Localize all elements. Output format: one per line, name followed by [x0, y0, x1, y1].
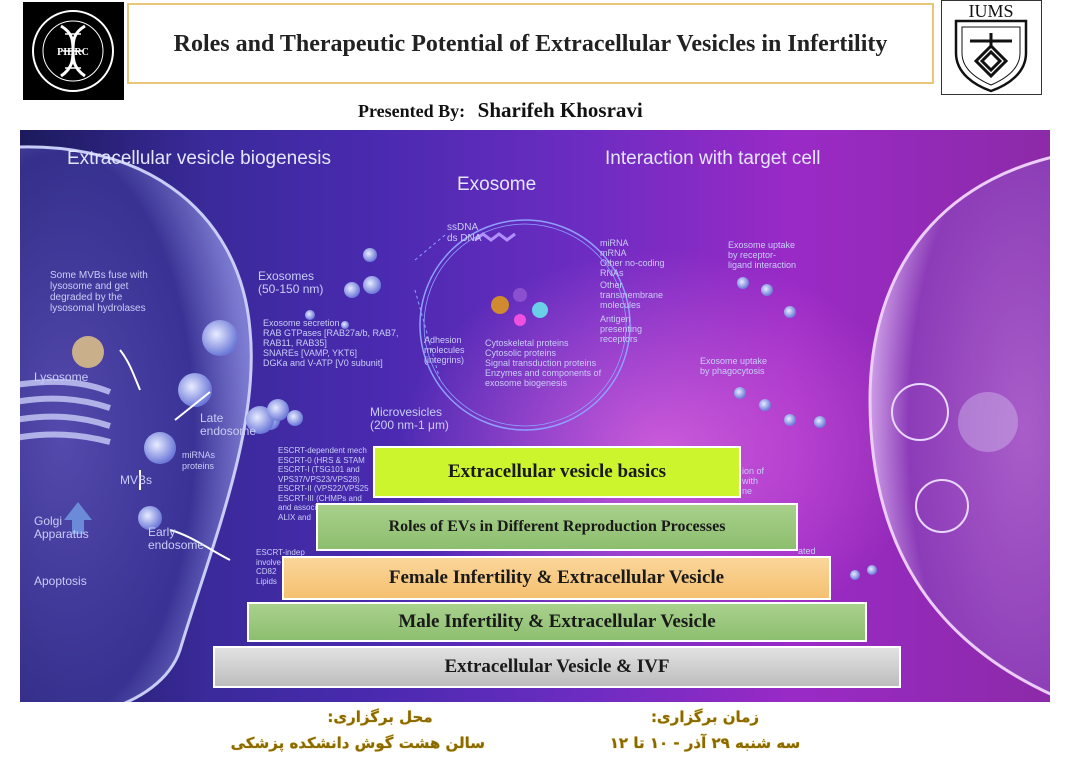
ev-biogenesis-illustration: Extracellular vesicle biogenesis Interac…: [20, 130, 1050, 702]
transmembrane-label: Other transmembrane molecules: [600, 280, 664, 310]
exosome-secretion-label: Exosome secretion RAB GTPases [RAB27a/b,…: [263, 318, 399, 368]
svg-text:IUMS: IUMS: [968, 1, 1013, 21]
mediated-label: ated: [798, 546, 816, 556]
vesicle-group-left: [72, 248, 381, 530]
uptake-receptor-label: Exosome uptake by receptor- ligand inter…: [728, 240, 797, 270]
time-value: سه شنبه ۲۹ آذر - ۱۰ تا ۱۲: [609, 734, 801, 752]
venue-label: محل برگزاری:: [327, 708, 433, 726]
rna-label: miRNA mRNA Other no-coding RNAs: [600, 238, 665, 278]
pidrc-logo: PIDRC: [23, 2, 124, 100]
uptake-phagocytosis-label: Exosome uptake by phagocytosis: [700, 356, 768, 376]
step-roles-reproduction: Roles of EVs in Different Reproduction P…: [316, 503, 798, 551]
title-box: Roles and Therapeutic Potential of Extra…: [127, 3, 934, 84]
mirnas-label: miRNAs proteins: [182, 450, 215, 471]
lysosome-label: Lysosome: [34, 370, 89, 384]
mvb-fuse-label: Some MVBs fuse with lysosome and get deg…: [50, 270, 148, 314]
step-female-infertility: Female Infertility & Extracellular Vesic…: [282, 556, 831, 600]
presenter-line: Presented By: Sharifeh Khosravi: [358, 98, 643, 123]
apoptosis-label: Apoptosis: [34, 574, 87, 588]
step-ev-ivf: Extracellular Vesicle & IVF: [213, 646, 901, 688]
exosomes-size-label: Exosomes (50-150 nm): [258, 269, 324, 296]
vesicle-group-right: [734, 277, 1018, 580]
iums-logo: IUMS: [941, 0, 1042, 95]
biogenesis-heading: Extracellular vesicle biogenesis: [67, 148, 332, 169]
page-title: Roles and Therapeutic Potential of Extra…: [173, 30, 888, 57]
early-endosome-label: Early endosome: [148, 525, 205, 552]
escrt-independent-label: ESCRT-indep involve CD82 Lipids: [256, 548, 305, 586]
golgi-label: Golgi Apparatus: [34, 514, 89, 541]
svg-text:PIDRC: PIDRC: [57, 47, 89, 58]
proteins-label: Cytoskeletal proteins Cytosolic proteins…: [485, 338, 602, 388]
interaction-heading: Interaction with target cell: [605, 148, 821, 169]
step-male-infertility: Male Infertility & Extracellular Vesicle: [247, 602, 867, 642]
mvbs-label: MVBs: [120, 473, 153, 487]
venue-value: سالن هشت گوش دانشکده پزشکی: [230, 734, 485, 752]
time-label: زمان برگزاری:: [650, 708, 760, 726]
adhesion-label: Adhesion molecules (integrins): [424, 335, 465, 365]
microvesicles-label: Microvesicles (200 nm-1 μm): [370, 405, 449, 432]
step-ev-basics: Extracellular vesicle basics: [373, 446, 741, 498]
presenter-name: Sharifeh Khosravi: [477, 98, 643, 122]
presented-by-label: Presented By:: [358, 101, 466, 121]
late-endosome-label: Late endosome: [200, 411, 257, 438]
escrt-label: ESCRT-dependent mech ESCRT-0 (HRS & STAM…: [278, 446, 369, 522]
dna-label: ssDNA ds DNA: [447, 222, 482, 244]
fusion-label: ion of with ne: [742, 466, 765, 496]
exosome-heading: Exosome: [457, 174, 537, 195]
antigen-label: Antigen presenting receptors: [600, 314, 643, 344]
